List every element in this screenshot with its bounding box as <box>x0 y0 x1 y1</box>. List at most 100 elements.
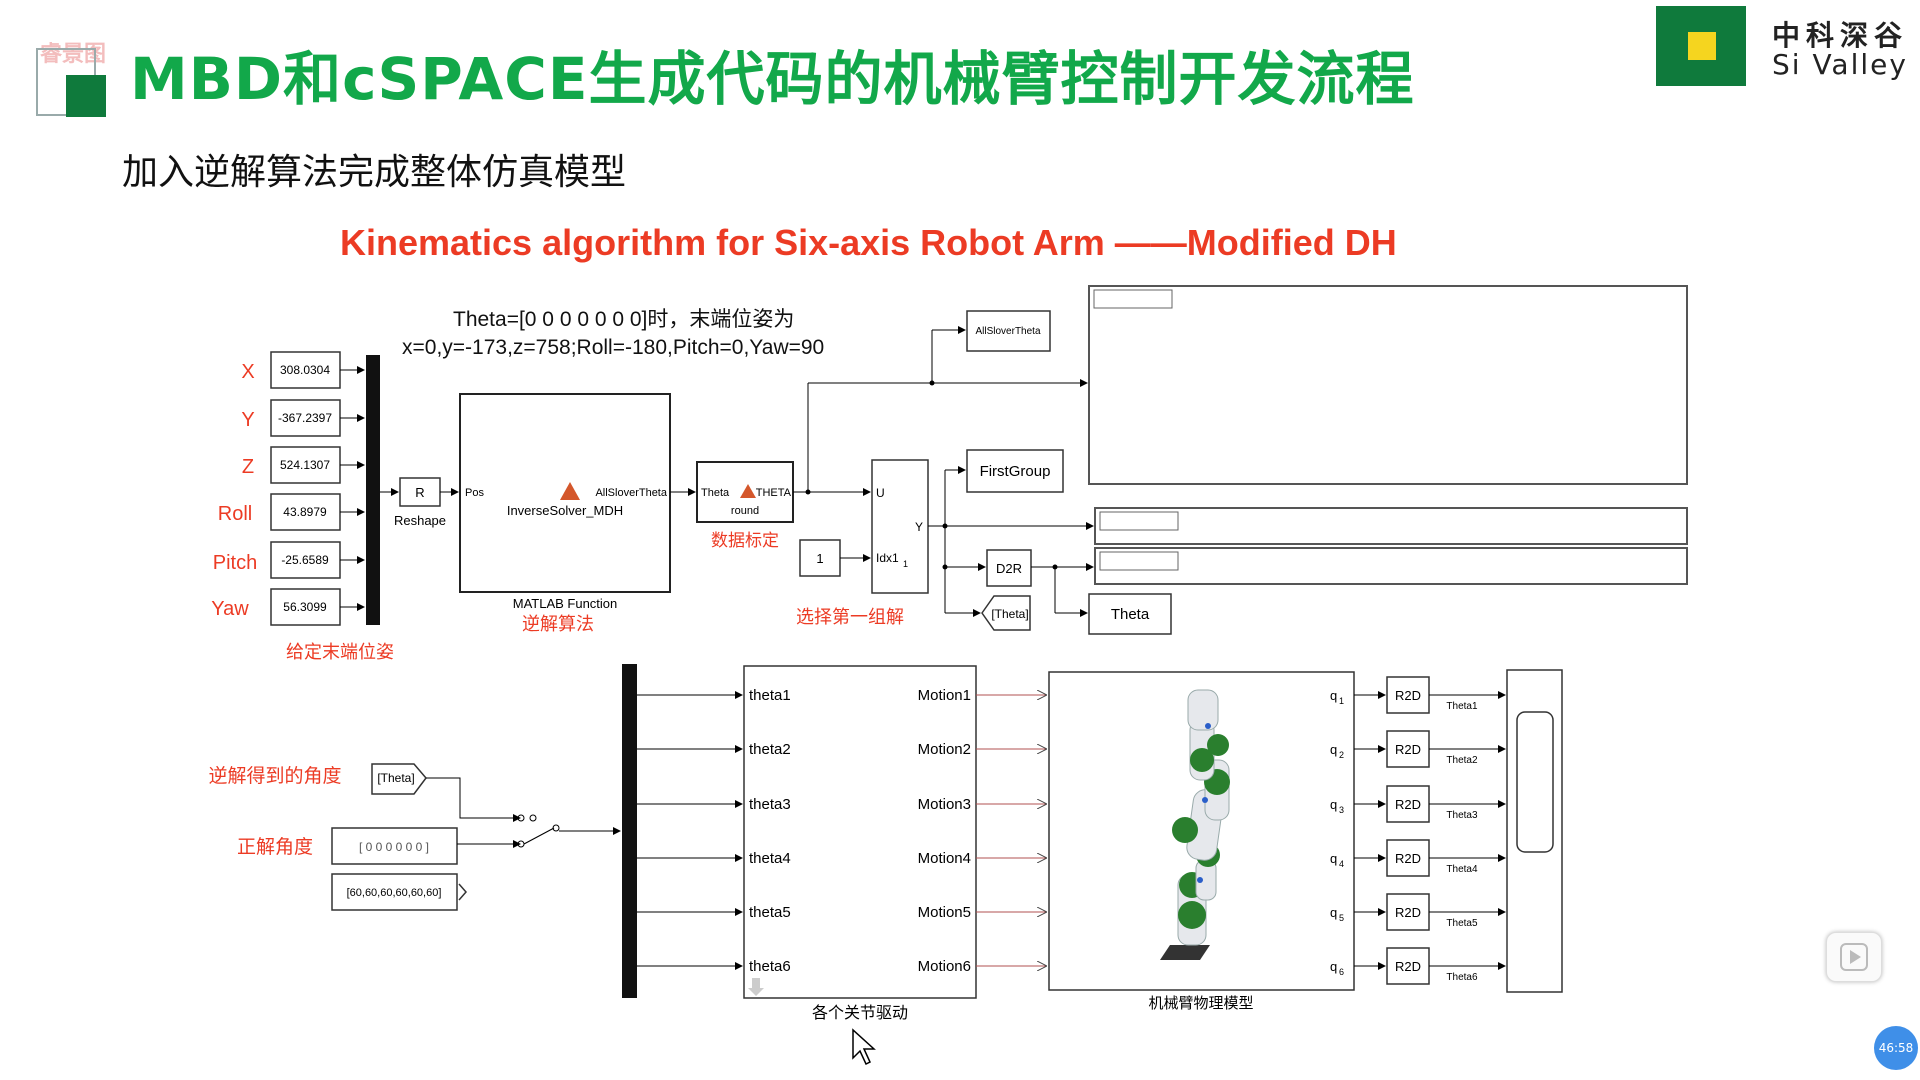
input-label-z: Z <box>242 456 254 478</box>
input-value-roll: 43.8979 <box>283 505 327 519</box>
joint-drive-subsystem <box>743 665 977 999</box>
robot-port-4-sub: 4 <box>1339 859 1344 869</box>
matlab-fn-port-in: Pos <box>465 487 484 499</box>
drive-out-1: Motion1 <box>918 687 971 704</box>
robot-model-caption: 机械臂物理模型 <box>1148 995 1253 1012</box>
selector-block <box>871 459 929 594</box>
title-decoration-square <box>66 75 106 117</box>
r2d-1-text: R2D <box>1395 688 1421 703</box>
drive-in-6: theta6 <box>749 958 791 975</box>
robot-port-4: q <box>1330 851 1337 866</box>
round-port-out: THETA <box>756 487 792 499</box>
goto-firstgroup-text: FirstGroup <box>980 463 1051 480</box>
robot-port-2: q <box>1330 742 1337 757</box>
drive-out-5: Motion5 <box>918 904 971 921</box>
goto-allslovertheta <box>966 310 1051 352</box>
selector-y: Y <box>915 520 923 534</box>
fk-constant-text: [ 0 0 0 0 0 0 ] <box>359 840 429 854</box>
fk-constant-block <box>331 827 458 865</box>
display-firstgroup <box>1094 507 1688 545</box>
slide-subtitle: 加入逆解算法完成整体仿真模型 <box>122 152 627 193</box>
input-value-yaw: 56.3099 <box>283 600 327 614</box>
from-theta-text: [Theta] <box>991 607 1028 621</box>
input-label-y: Y <box>241 409 254 431</box>
down-arrow-icon <box>748 978 764 996</box>
video-time-badge[interactable]: 46:58 <box>1874 1026 1918 1070</box>
round-matlab-icon <box>740 484 756 498</box>
drive-out-3: Motion3 <box>918 796 971 813</box>
theta-out-2: Theta2 <box>1446 755 1478 766</box>
reshape-block-text: R <box>415 485 424 500</box>
inputs-caption: 给定末端位姿 <box>286 642 394 662</box>
round-name: round <box>731 505 759 517</box>
drive-out-6: Motion6 <box>918 958 971 975</box>
robot-port-2-sub: 2 <box>1339 750 1344 760</box>
theta-out-3: Theta3 <box>1446 810 1478 821</box>
theta-out-5: Theta5 <box>1446 918 1478 929</box>
input-value-y: -367.2397 <box>278 411 332 425</box>
fk-caption: 正解角度 <box>237 836 313 858</box>
deg-constant-text: [60,60,60,60,60,60] <box>347 887 442 899</box>
robot-port-1: q <box>1330 688 1337 703</box>
r2d-5-text: R2D <box>1395 905 1421 920</box>
demux-lines <box>637 691 743 970</box>
robot-output-ports: q 1 q 2 q 3 q 4 q 5 q 6 <box>1330 688 1344 977</box>
goto-theta-text: Theta <box>1111 606 1150 623</box>
input-label-pitch: Pitch <box>213 552 257 574</box>
input-label-yaw: Yaw <box>211 598 249 620</box>
video-play-button[interactable] <box>1826 932 1882 982</box>
drive-out-4: Motion4 <box>918 850 971 867</box>
theta-out-1: Theta1 <box>1446 701 1478 712</box>
round-caption: 数据标定 <box>711 531 779 550</box>
goto-firstgroup <box>966 449 1064 493</box>
mux-bar-top <box>366 355 380 625</box>
input-label-roll: Roll <box>218 503 252 525</box>
logo-english-name: Si Valley <box>1772 48 1908 81</box>
robot-port-3-sub: 3 <box>1339 805 1344 815</box>
display-d2r <box>1094 547 1688 585</box>
si-valley-logo-icon <box>1656 6 1746 86</box>
logo-chinese-name: 中科深谷 <box>1772 19 1909 52</box>
drive-in-1: theta1 <box>749 687 791 704</box>
joint-drive-caption: 各个关节驱动 <box>812 1004 908 1022</box>
theta-out-6: Theta6 <box>1446 972 1478 983</box>
selector-idx: Idx1 <box>876 551 899 565</box>
section-heading: Kinematics algorithm for Six-axis Robot … <box>340 222 1397 263</box>
model-note-line2: x=0,y=-173,z=758;Roll=-180,Pitch=0,Yaw=9… <box>402 336 824 359</box>
from-theta2-block <box>371 763 427 795</box>
robot-port-5-sub: 5 <box>1339 913 1344 923</box>
input-label-x: X <box>241 361 254 383</box>
selector-caption: 选择第一组解 <box>796 607 904 627</box>
input-value-z: 524.1307 <box>280 458 330 472</box>
robot-arm-illustration <box>1160 689 1230 960</box>
r2d-3-text: R2D <box>1395 797 1421 812</box>
drive-in-4: theta4 <box>749 850 791 867</box>
matlab-fn-caption: 逆解算法 <box>522 614 594 634</box>
r2d-2-text: R2D <box>1395 742 1421 757</box>
drive-out-2: Motion2 <box>918 741 971 758</box>
model-note-line1: Theta=[0 0 0 0 0 0 0]时，末端位姿为 <box>453 308 794 331</box>
from-theta-block <box>981 595 1031 631</box>
robot-port-5: q <box>1330 905 1337 920</box>
deg-constant-block <box>331 873 458 911</box>
demux-bar <box>622 664 637 998</box>
drive-in-5: theta5 <box>749 904 791 921</box>
round-port-in: Theta <box>701 487 730 499</box>
robot-port-6: q <box>1330 959 1337 974</box>
reshape-label: Reshape <box>394 513 446 528</box>
display-allsolver <box>1088 285 1688 485</box>
r2d-6-text: R2D <box>1395 959 1421 974</box>
play-icon <box>1840 943 1868 971</box>
d2r-text: D2R <box>996 561 1022 576</box>
matlab-logo-icon <box>560 482 580 500</box>
slide-title: MBD和cSPACE生成代码的机械臂控制开发流程 <box>130 45 1415 113</box>
constant-one-text: 1 <box>816 551 823 566</box>
goto-allslovertheta-text: AllSloverTheta <box>975 326 1040 337</box>
from-theta2-text: [Theta] <box>377 771 414 785</box>
matlab-fn-port-out: AllSloverTheta <box>595 487 667 499</box>
physical-connection-lines <box>976 695 1046 966</box>
robot-port-6-sub: 6 <box>1339 967 1344 977</box>
robot-port-3: q <box>1330 797 1337 812</box>
drive-in-3: theta3 <box>749 796 791 813</box>
